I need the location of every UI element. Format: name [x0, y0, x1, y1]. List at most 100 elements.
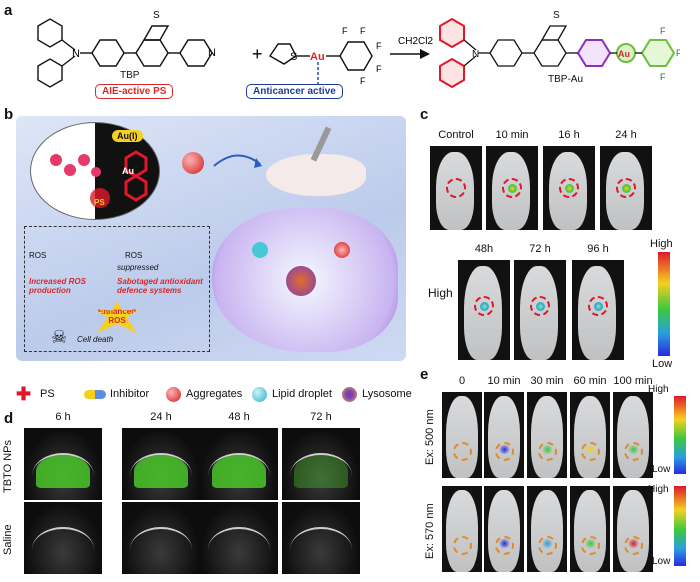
atom-f5: F	[342, 26, 348, 36]
panel-e-row1-label: Ex: 500 nm	[424, 409, 436, 465]
tumor-ring	[502, 178, 522, 198]
panel-e-time-label: 30 min	[530, 375, 564, 387]
panel-e-colorbar-1	[674, 396, 686, 474]
panel-c-scale-high: High	[650, 238, 673, 250]
atom-n: N	[72, 48, 80, 60]
panel-c-scale-low: Low	[652, 358, 673, 370]
tumor-outline	[290, 453, 352, 498]
atom-f1: F	[360, 26, 366, 36]
legend-lipid-droplet: Lipid droplet	[272, 388, 332, 400]
panel-c-image-frame	[600, 146, 652, 230]
panel-e-image-frame	[442, 392, 482, 478]
sphere-icon	[166, 387, 181, 402]
ultrasound-frame	[200, 428, 278, 500]
panel-c-time-label: 48h	[474, 243, 494, 255]
panel-label-d: d	[4, 410, 14, 427]
tumor-ring	[530, 296, 550, 316]
panel-c-time-label: Control	[438, 129, 474, 141]
panel-e-colorbar-2	[674, 486, 686, 566]
panel-d-time-label: 6 h	[55, 411, 71, 423]
panel-d-time-label: 48 h	[228, 411, 250, 423]
photoacoustic-signal	[134, 455, 188, 488]
tumor-outline	[32, 527, 94, 572]
ultrasound-frame	[282, 502, 360, 574]
capsule-icon	[84, 390, 106, 399]
curved-arrow-icon	[213, 154, 262, 168]
tumor-ring	[453, 441, 472, 461]
skull-icon: ☠	[51, 327, 68, 347]
tumor-outline	[208, 453, 270, 498]
panel-e-image-frame	[613, 486, 653, 572]
tumor-ring	[624, 535, 643, 555]
product-atom-f3: F	[660, 72, 666, 82]
panel-e-image-frame	[570, 486, 610, 572]
tumor-ring	[495, 441, 514, 461]
mouse-silhouette	[531, 490, 563, 572]
tumor-ring	[495, 535, 514, 555]
aggregate-in-cell	[334, 242, 350, 258]
ultrasound-frame	[24, 502, 102, 574]
tbp-au-structure	[439, 17, 676, 89]
panel-e-scale-high-2: High	[648, 484, 669, 495]
panel-label-a: a	[4, 2, 13, 19]
tumor-ring	[559, 178, 579, 198]
atom-au: Au	[310, 51, 325, 63]
mouse-silhouette	[617, 396, 649, 478]
product-atom-s: S	[553, 10, 560, 21]
tumor-ring	[453, 535, 472, 555]
mouse-silhouette	[446, 490, 478, 572]
panel-c-image-frame	[572, 260, 624, 360]
panel-c-time-label: 24 h	[615, 129, 637, 141]
atom-n-pyridine: N	[208, 47, 216, 59]
photoacoustic-signal	[294, 455, 348, 488]
photoacoustic-signal	[36, 455, 90, 488]
ultrasound-frame	[200, 502, 278, 574]
au-small-label: Au	[122, 166, 134, 176]
atom-s: S	[153, 10, 160, 21]
panel-label-e: e	[420, 366, 429, 383]
solvent-label: CH2Cl2	[398, 36, 433, 47]
mechanism-box: ROS ROS suppressed Increased ROS product…	[24, 226, 210, 352]
legend-ps: PS	[40, 388, 55, 400]
mouse-silhouette	[531, 396, 563, 478]
legend-aggregates: Aggregates	[186, 388, 243, 400]
panel-e-image-frame	[484, 486, 524, 572]
mouse-silhouette	[488, 490, 520, 572]
panel-e-time-label: 10 min	[487, 375, 521, 387]
panel-e-row2-label: Ex: 570 nm	[424, 503, 436, 559]
mouse-silhouette	[617, 490, 649, 572]
product-atom-n: N	[472, 49, 479, 60]
ultrasound-frame	[24, 428, 102, 500]
panel-e-image-frame	[484, 392, 524, 478]
panel-c-side-label: High	[428, 286, 453, 300]
atom-s-tht: S	[290, 51, 297, 63]
panel-c-colorbar	[658, 252, 670, 356]
panel-d-row2-label: Saline	[2, 524, 14, 556]
mouse-silhouette	[574, 396, 606, 478]
suppressed-label: suppressed	[117, 263, 159, 272]
panel-b-illustration: Au(I) Au PS ROS ROS suppressed Increased…	[16, 116, 406, 361]
cross-icon: ✚	[16, 384, 32, 404]
panel-a-scheme: N S N + S Au F F F F F CH2Cl2 N S Au	[37, 10, 680, 89]
tumor-outline	[290, 527, 352, 572]
panel-e-scale-low-1: Low	[652, 464, 671, 475]
ps-molecule-graphic	[50, 150, 148, 208]
panel-e-image-frame	[442, 486, 482, 572]
tumor-outline	[130, 453, 192, 498]
ros-label-2: ROS	[125, 251, 143, 260]
panel-e-image-frame	[570, 392, 610, 478]
legend-inhibitor: Inhibitor	[110, 388, 150, 400]
panel-c-time-label: 96 h	[587, 243, 609, 255]
increased-ros-label: Increased ROS production	[29, 277, 86, 295]
lysosome-icon	[342, 387, 357, 402]
atom-f4: F	[360, 76, 366, 86]
tumor-ring	[588, 296, 608, 316]
panel-c-image-frame	[430, 146, 482, 230]
product-atom-au: Au	[618, 49, 630, 59]
photoacoustic-signal	[212, 455, 266, 488]
tumor-ring	[446, 178, 466, 198]
atom-f2: F	[376, 41, 382, 51]
panel-d-time-label: 72 h	[310, 411, 332, 423]
atom-f3: F	[376, 64, 382, 74]
tumor-ring	[616, 178, 636, 198]
